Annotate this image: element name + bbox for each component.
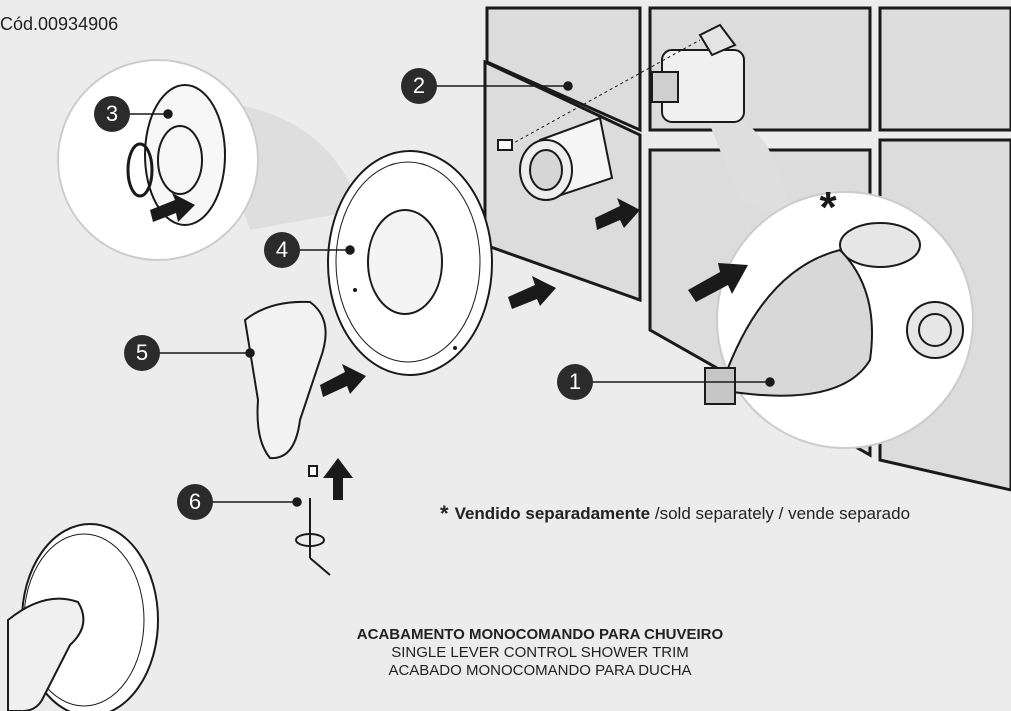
callout-6-circle [177,484,213,520]
callout-1-label: 1 [569,369,581,394]
zoom-circle-escutcheon [57,59,259,261]
callout-1-circle [557,364,593,400]
title-pt: ACABAMENTO MONOCOMANDO PARA CHUVEIRO [356,626,724,643]
callout-4-circle [264,232,300,268]
assembled-view [7,523,159,711]
product-titles: ACABAMENTO MONOCOMANDO PARA CHUVEIRO SIN… [300,626,780,680]
note-rest-text: /sold separately / vende separado [650,504,911,523]
note-asterisk: * [440,501,449,526]
hex-key [295,458,353,576]
lever-handle [243,300,366,460]
callout-leaders [129,81,775,507]
zoom-shadow-right [700,100,790,220]
callout-3-label: 3 [106,101,118,126]
callout-6-label: 6 [189,489,201,514]
callout-4-label: 4 [276,237,288,262]
escutcheon-plate [327,150,556,376]
sold-separately-note: * Vendido separadamente /sold separately … [440,501,910,527]
callout-5-label: 5 [136,340,148,365]
title-en: SINGLE LEVER CONTROL SHOWER TRIM [391,644,689,661]
zoom-circle-valve [688,191,974,449]
sold-separately-asterisk: * [819,183,837,232]
callout-2-circle [401,68,437,104]
callout-3-circle [94,96,130,132]
callout-5-circle [124,335,160,371]
product-code: Cód.00934906 [0,14,119,34]
callout-2-label: 2 [413,73,425,98]
title-es: ACABADO MONOCOMANDO PARA DUCHA [388,662,692,679]
cartridge-assembly [497,23,745,230]
note-bold-text: Vendido separadamente [454,504,651,523]
callout-badges: 1 2 3 4 5 6 [94,68,593,520]
